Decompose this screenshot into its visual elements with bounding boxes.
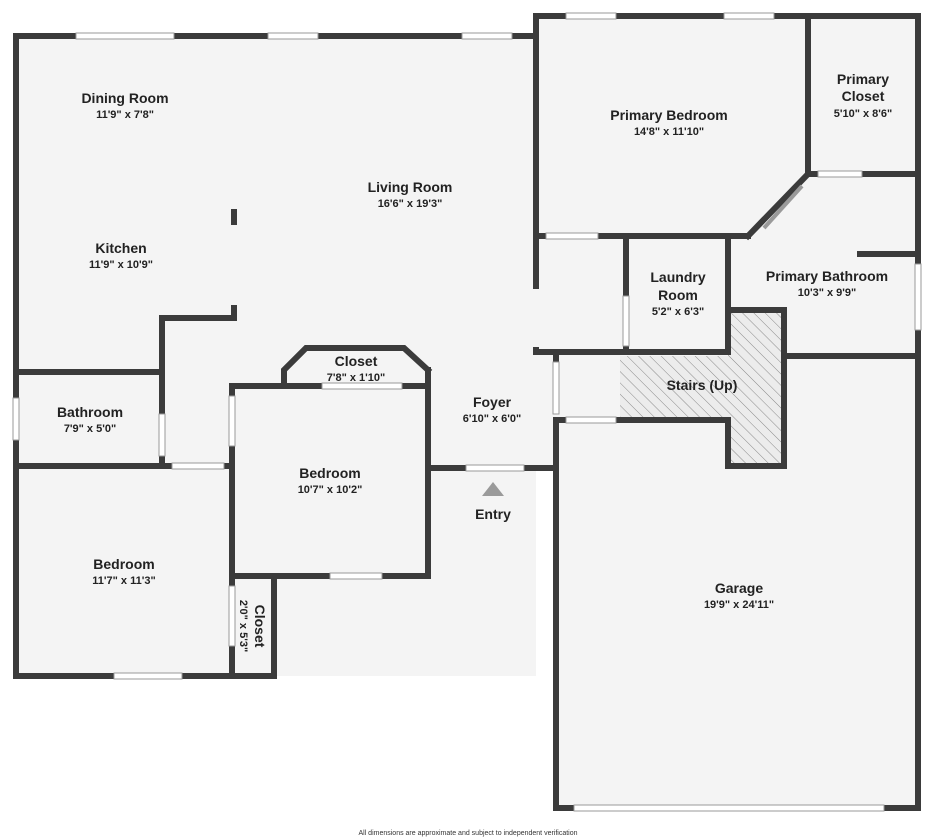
windows [12,12,922,812]
room-name-primary-bedroom: Primary Bedroom [610,107,727,123]
room-dim-primary-closet: 5'10" x 8'6" [834,108,892,120]
entry-arrow-icon [482,482,504,496]
entry-label: Entry [475,506,511,522]
room-name-stairs: Stairs (Up) [667,377,738,393]
room-name-bathroom: Bathroom [57,404,123,420]
room-dim-garage: 19'9" x 24'11" [704,599,774,611]
room-name-primary-bathroom: Primary Bathroom [766,268,888,284]
room-dim-small-closet: 2'0" x 5'3" [237,600,249,652]
room-dim-laundry: 5'2" x 6'3" [652,306,704,318]
floor-areas [16,16,918,809]
room-dim-kitchen: 11'9" x 10'9" [89,259,153,271]
room-name-laundry-1: Laundry [650,269,705,285]
room-dim-hall-closet: 7'8" x 1'10" [327,372,385,384]
stairs-area [620,310,784,466]
room-name-dining: Dining Room [81,90,168,106]
disclaimer: All dimensions are approximate and subje… [358,830,577,837]
room-name-bedroom-left: Bedroom [93,556,154,572]
room-dim-bedroom-left: 11'7" x 11'3" [92,575,155,587]
room-name-garage: Garage [715,580,763,596]
room-name-primary-closet-2: Closet [842,88,885,104]
room-name-living: Living Room [368,179,453,195]
room-dim-bedroom-center: 10'7" x 10'2" [298,484,363,496]
room-dim-primary-bathroom: 10'3" x 9'9" [798,287,856,299]
walls [13,13,921,811]
room-name-bedroom-center: Bedroom [299,465,360,481]
room-labels: Dining Room 11'9" x 7'8" Living Room 16'… [57,71,892,652]
room-name-kitchen: Kitchen [95,240,146,256]
room-name-small-closet: Closet [252,605,268,648]
room-dim-foyer: 6'10" x 6'0" [463,413,521,425]
room-dim-primary-bedroom: 14'8" x 11'10" [634,126,704,138]
room-dim-living: 16'6" x 19'3" [378,198,443,210]
room-dim-bathroom: 7'9" x 5'0" [64,423,116,435]
room-name-foyer: Foyer [473,394,512,410]
room-name-primary-closet-1: Primary [837,71,889,87]
room-name-hall-closet: Closet [335,353,378,369]
room-name-laundry-2: Room [658,287,698,303]
room-dim-dining: 11'9" x 7'8" [96,109,154,121]
